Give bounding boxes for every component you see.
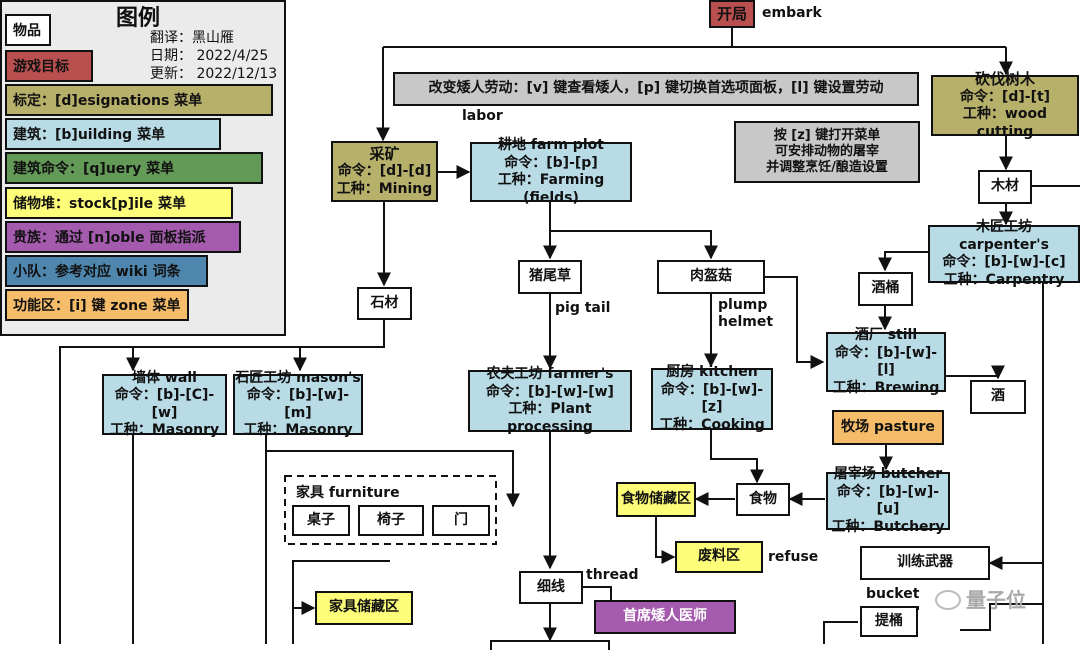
node-embark: 开局 bbox=[709, 0, 755, 28]
node-carpenter: 木匠工坊 carpenter's 命令：[b]-[w]-[c] 工种：Carpe… bbox=[928, 219, 1080, 288]
carpenter-command: 命令：[b]-[w]-[c] bbox=[942, 254, 1066, 270]
node-butcher: 屠宰场 butcher 命令：[b]-[w]-[u] 工种：Butchery bbox=[826, 466, 950, 535]
farm-labor: 工种：Farming (fields) bbox=[497, 172, 605, 206]
node-door: 门 bbox=[432, 505, 490, 536]
node-mining: 采矿 命令：[d]-[d] 工种：Mining bbox=[331, 141, 438, 202]
label-pig-tail: pig tail bbox=[555, 300, 611, 316]
note-labor: 改变矮人劳动：[v] 键查看矮人，[p] 键切换首选项面板，[l] 键设置劳动 bbox=[393, 72, 919, 106]
legend-stockpile: 储物堆：stock[p]ile 菜单 bbox=[5, 187, 233, 219]
node-barrel: 酒桶 bbox=[858, 272, 913, 306]
node-chair: 椅子 bbox=[358, 505, 424, 536]
legend-squad: 小队：参考对应 wiki 词条 bbox=[5, 255, 208, 287]
label-bucket: bucket bbox=[866, 586, 920, 602]
label-plump: plump bbox=[718, 297, 768, 313]
watermark: 量子位 bbox=[966, 588, 1026, 612]
node-still: 酒厂 still 命令：[b]-[w]-[l] 工种：Brewing bbox=[826, 327, 946, 396]
woodcutting-title: 砍伐树木 bbox=[974, 69, 1035, 88]
node-pasture: 牧场 pasture bbox=[832, 410, 944, 445]
kitchen-title: 厨房 kitchen bbox=[666, 364, 758, 380]
node-food: 食物 bbox=[736, 483, 790, 516]
label-helmet: helmet bbox=[718, 314, 774, 330]
note-zmenu: 按 [z] 键打开菜单 可安排动物的屠宰 并调整烹饪/酿造设置 bbox=[734, 121, 920, 183]
mason-labor: 工种：Masonry bbox=[243, 422, 353, 438]
node-farm-plot: 耕地 farm plot 命令：[b]-[p] 工种：Farming (fiel… bbox=[470, 137, 632, 206]
mining-command: 命令：[d]-[d] bbox=[337, 163, 432, 180]
legend-translator: 翻译：黑山雁 bbox=[150, 30, 234, 46]
node-chief-doctor: 首席矮人医师 bbox=[594, 600, 736, 634]
legend-items: 物品 bbox=[5, 14, 51, 46]
note-zmenu-line1: 按 [z] 键打开菜单 bbox=[773, 127, 881, 143]
node-wall: 墙体 wall 命令：[b]-[C]-[w] 工种：Masonry bbox=[102, 370, 227, 438]
legend-designations: 标定：[d]esignations 菜单 bbox=[5, 84, 273, 116]
farmers-labor: 工种：Plant processing bbox=[507, 401, 593, 435]
farmers-title: 农夫工坊 farmer's bbox=[486, 366, 614, 382]
woodcutting-labor: 工种：wood cutting bbox=[962, 106, 1048, 140]
node-partial-bottom bbox=[490, 640, 610, 650]
legend-updated: 更新： 2022/12/13 bbox=[150, 66, 278, 82]
node-farmers-workshop: 农夫工坊 farmer's 命令：[b]-[w]-[w] 工种：Plant pr… bbox=[468, 366, 632, 435]
furniture-group-title: 家具 furniture bbox=[296, 485, 400, 501]
node-stone: 石材 bbox=[357, 287, 412, 320]
mining-labor: 工种：Mining bbox=[336, 180, 433, 197]
label-embark: embark bbox=[762, 5, 822, 21]
label-thread: thread bbox=[586, 567, 639, 583]
node-drink: 酒 bbox=[970, 380, 1026, 414]
node-refuse: 废料区 bbox=[675, 541, 763, 573]
node-furniture-stockpile: 家具储藏区 bbox=[315, 591, 413, 625]
node-bucket: 提桶 bbox=[860, 606, 918, 637]
label-refuse: refuse bbox=[768, 549, 819, 565]
butcher-title: 屠宰场 butcher bbox=[833, 466, 943, 482]
legend-noble: 贵族：通过 [n]oble 面板指派 bbox=[5, 221, 241, 253]
butcher-command: 命令：[b]-[w]-[u] bbox=[836, 483, 940, 518]
mason-command: 命令：[b]-[w]-[m] bbox=[246, 387, 350, 421]
butcher-labor: 工种：Butchery bbox=[831, 518, 945, 535]
carpenter-title: 木匠工坊 carpenter's bbox=[959, 219, 1049, 253]
mining-title: 采矿 bbox=[369, 144, 400, 163]
mason-title: 石匠工坊 mason's bbox=[235, 369, 361, 386]
note-zmenu-line2: 可安排动物的屠宰 bbox=[774, 143, 879, 159]
farm-title: 耕地 farm plot bbox=[498, 137, 604, 153]
legend-building: 建筑：[b]uilding 菜单 bbox=[5, 118, 221, 150]
still-command: 命令：[b]-[w]-[l] bbox=[834, 344, 938, 379]
note-zmenu-line3: 并调整烹饪/酿造设置 bbox=[766, 160, 888, 176]
kitchen-labor: 工种：Cooking bbox=[659, 416, 765, 433]
farmers-command: 命令：[b]-[w]-[w] bbox=[486, 383, 614, 400]
carpenter-labor: 工种：Carpentry bbox=[943, 271, 1065, 288]
node-food-stockpile: 食物储藏区 bbox=[616, 482, 696, 517]
kitchen-command: 命令：[b]-[w]-[z] bbox=[660, 381, 764, 416]
legend-query: 建筑命令：[q]uery 菜单 bbox=[5, 152, 263, 184]
node-table: 桌子 bbox=[292, 505, 350, 536]
woodcutting-command: 命令：[d]-[t] bbox=[959, 88, 1051, 105]
farm-command: 命令：[b]-[p] bbox=[504, 154, 598, 171]
legend-title: 图例 bbox=[116, 6, 161, 31]
node-mason: 石匠工坊 mason's 命令：[b]-[w]-[m] 工种：Masonry bbox=[233, 370, 363, 438]
wall-title: 墙体 wall bbox=[132, 369, 197, 386]
node-plump-helmet: 肉盔菇 bbox=[657, 260, 765, 294]
node-kitchen: 厨房 kitchen 命令：[b]-[w]-[z] 工种：Cooking bbox=[651, 364, 773, 433]
watermark-icon bbox=[935, 590, 961, 610]
node-wood: 木材 bbox=[978, 170, 1032, 204]
node-pig-tail: 猪尾草 bbox=[518, 260, 582, 294]
node-training-weapon: 训练武器 bbox=[860, 546, 990, 580]
wall-command: 命令：[b]-[C]-[w] bbox=[114, 387, 215, 421]
legend-goal: 游戏目标 bbox=[5, 50, 93, 82]
still-title: 酒厂 still bbox=[854, 327, 918, 343]
still-labor: 工种：Brewing bbox=[832, 379, 940, 396]
node-thread: 细线 bbox=[519, 571, 583, 604]
label-labor: labor bbox=[462, 108, 503, 124]
legend-zone: 功能区：[i] 键 zone 菜单 bbox=[5, 289, 189, 321]
node-woodcutting: 砍伐树木 命令：[d]-[t] 工种：wood cutting bbox=[931, 70, 1079, 140]
wall-labor: 工种：Masonry bbox=[109, 422, 220, 438]
legend-date: 日期： 2022/4/25 bbox=[150, 48, 269, 64]
